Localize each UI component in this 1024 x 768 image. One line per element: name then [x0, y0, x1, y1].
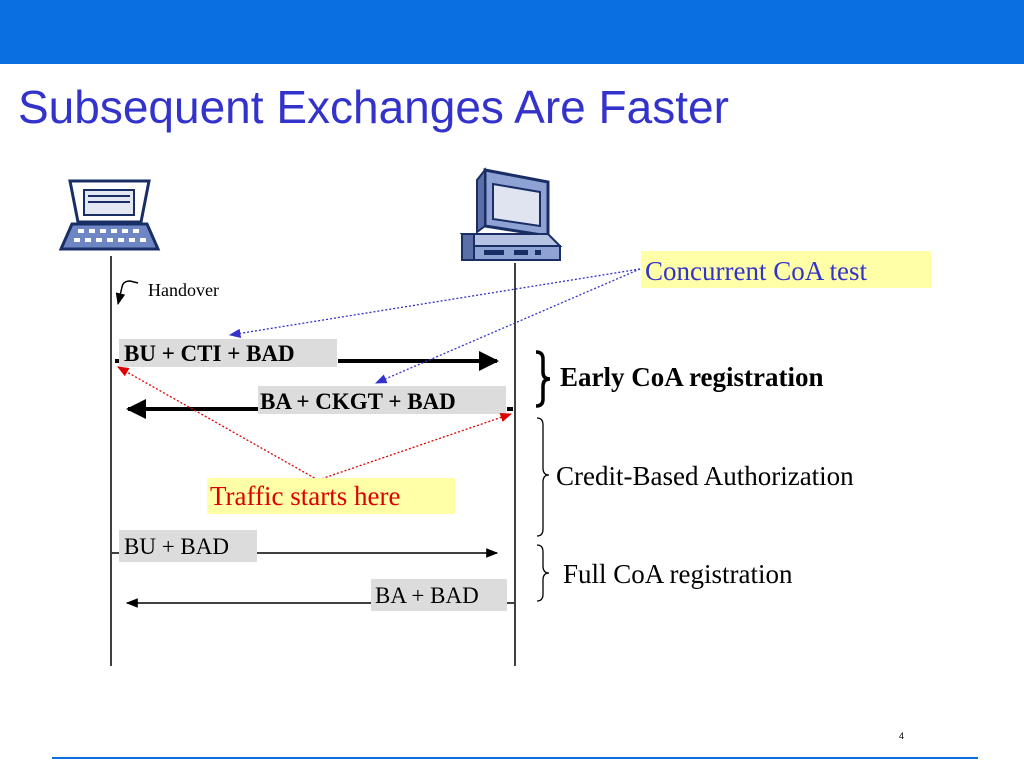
message-label: BA + BAD: [375, 583, 479, 608]
phase-label-credit-based: Credit-Based Authorization: [556, 461, 854, 491]
message-ba-bad: BA + BAD: [125, 579, 514, 611]
message-label: BA + CKGT + BAD: [260, 389, 456, 414]
laptop-icon: [58, 179, 161, 251]
brace-credit-based: [536, 417, 550, 537]
traffic-starts-here-callout: Traffic starts here: [116, 366, 513, 514]
footer-line: [52, 757, 978, 759]
message-label: BU + BAD: [124, 534, 229, 559]
phase-label-early-coa: Early CoA registration: [560, 362, 823, 392]
message-label: BU + CTI + BAD: [124, 341, 295, 366]
page-number: 4: [899, 731, 905, 741]
traffic-starts-here-label: Traffic starts here: [210, 481, 400, 511]
concurrent-coa-test-label: Concurrent CoA test: [645, 256, 867, 286]
phase-label-full-coa: Full CoA registration: [563, 559, 793, 589]
concurrent-coa-test-callout: Concurrent CoA test: [228, 251, 931, 384]
header-bar: [0, 0, 1024, 64]
message-bu-cti-bad: BU + CTI + BAD: [115, 339, 499, 371]
handover-label: Handover: [148, 280, 219, 300]
slide-title: Subsequent Exchanges Are Faster: [18, 81, 729, 133]
handover-hook: [115, 280, 139, 306]
brace-full-coa: [536, 544, 550, 602]
desktop-computer-icon: [459, 167, 563, 261]
brace-early-coa: [535, 350, 551, 408]
message-ba-ckgt-bad: BA + CKGT + BAD: [126, 386, 513, 419]
message-bu-bad: BU + BAD: [112, 530, 499, 562]
